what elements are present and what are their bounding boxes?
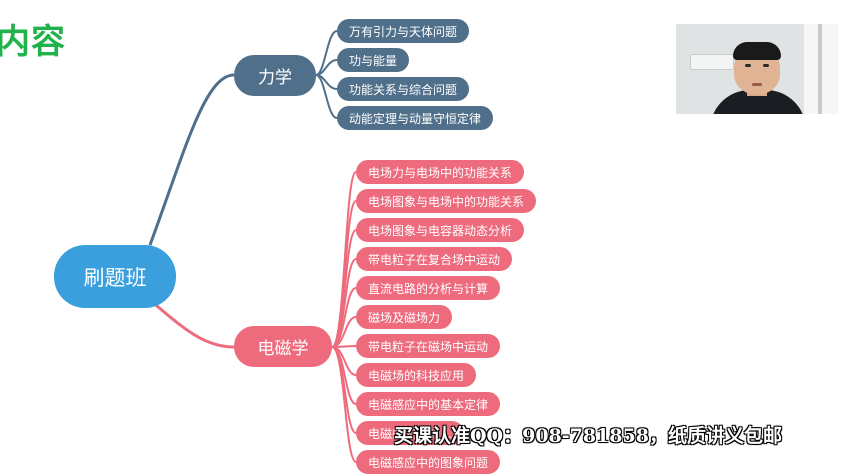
connector-em-4 [331,258,357,348]
topic-em-induction-graphs[interactable]: 电磁感应中的图象问题 [356,450,501,474]
presenter-webcam-feed [676,24,838,114]
mindmap-root-node[interactable]: 刷题班 [54,245,176,308]
branch-node-mechanics[interactable]: 力学 [234,55,316,96]
topic-em-induction-basic-laws[interactable]: 电磁感应中的基本定律 [356,392,501,416]
topic-electric-field-graphs-energy[interactable]: 电场图象与电场中的功能关系 [356,189,537,213]
connector-mech-2 [315,59,338,76]
connector-em-9 [331,346,357,405]
topic-kinetic-energy-momentum[interactable]: 动能定理与动量守恒定律 [337,106,494,130]
branch-node-electromagnetism[interactable]: 电磁学 [234,326,332,367]
webcam-window-frame [818,24,822,114]
connector-em-1 [331,171,357,348]
connector-em-5 [331,287,357,348]
connector-mech-1 [315,30,338,76]
topic-em-induction-partial[interactable]: 电磁感应中的… [356,421,465,445]
topic-magnetic-field-force[interactable]: 磁场及磁场力 [356,305,453,329]
connector-em-3 [331,229,357,348]
topic-work-energy-relations[interactable]: 功能关系与综合问题 [337,77,470,101]
topic-charged-particle-magnetic-field[interactable]: 带电粒子在磁场中运动 [356,334,501,358]
topic-em-field-technology[interactable]: 电磁场的科技应用 [356,363,477,387]
connector-root-mechanics [148,73,235,246]
air-conditioner-unit [690,54,734,70]
presenter-hair [733,42,781,60]
page-title: 内容 [0,22,66,62]
presenter-right-eye [763,64,769,67]
watermark-overlay: 买课认准QQ：908-781858，纸质讲义包邮 [394,425,782,447]
topic-universal-gravitation[interactable]: 万有引力与天体问题 [337,19,470,43]
topic-electric-field-graphs-capacitor[interactable]: 电场图象与电容器动态分析 [356,218,525,242]
topic-dc-circuit-analysis[interactable]: 直流电路的分析与计算 [356,276,501,300]
topic-work-and-energy[interactable]: 功与能量 [337,48,410,72]
connector-em-6 [331,316,357,348]
presenter-left-eye [745,64,751,67]
connector-em-2 [331,200,357,348]
connector-em-10 [331,346,357,434]
connector-root-em [149,298,235,349]
connector-em-7 [331,345,357,348]
connector-em-11 [331,346,357,463]
presenter-mouth [752,83,762,86]
topic-charged-particle-compound-field[interactable]: 带电粒子在复合场中运动 [356,247,513,271]
connector-mech-3 [315,74,338,90]
connector-mech-4 [315,74,338,119]
connector-em-8 [331,346,357,376]
topic-electric-force-energy[interactable]: 电场力与电场中的功能关系 [356,160,525,184]
